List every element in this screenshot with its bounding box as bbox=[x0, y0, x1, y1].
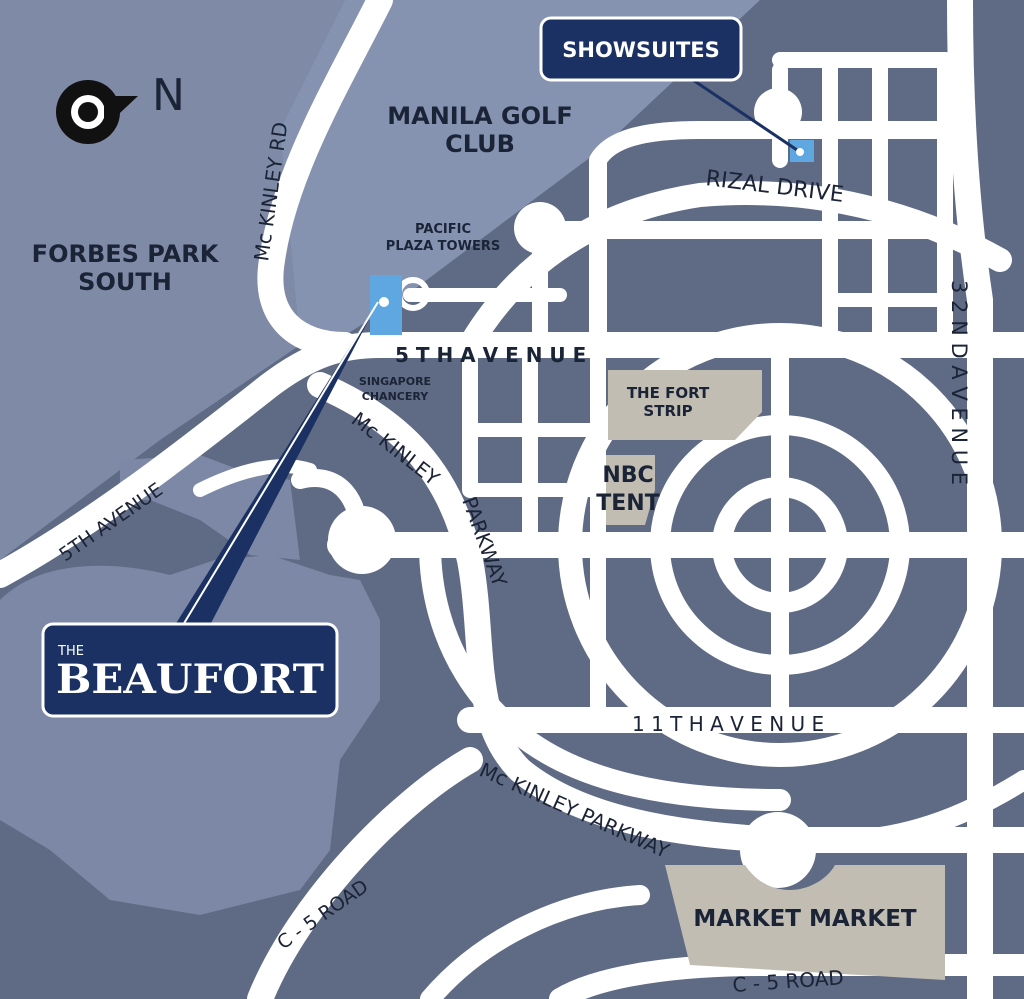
eleventh-avenue-label: 1 1 T H A V E N U E bbox=[632, 712, 824, 736]
fort-strip-building bbox=[608, 370, 762, 440]
roundabout-showsuites bbox=[754, 88, 802, 136]
pacific-plaza-label-line2: PLAZA TOWERS bbox=[386, 239, 500, 254]
beaufort-name-label: BEAUFORT bbox=[56, 656, 324, 703]
roundabout-market bbox=[740, 812, 816, 888]
roundabout-west bbox=[328, 506, 396, 574]
fort-strip-label-line1: THE FORT bbox=[627, 384, 710, 402]
thirty-second-avenue-label: 3 2 N D A V E N U E bbox=[947, 280, 971, 485]
market-market-building bbox=[665, 865, 945, 980]
nbc-tent-label-line1: NBC bbox=[602, 463, 653, 488]
showsuites-pin-dot bbox=[796, 148, 804, 156]
showsuites-callout: SHOWSUITES bbox=[539, 16, 743, 82]
forbes-park-label-line2: SOUTH bbox=[78, 268, 172, 296]
forbes-park-label-line1: FORBES PARK bbox=[32, 240, 220, 268]
singapore-chancery-label-line1: SINGAPORE bbox=[359, 375, 431, 388]
beaufort-the-label: THE bbox=[57, 644, 84, 659]
pacific-plaza-label-line1: PACIFIC bbox=[415, 222, 471, 237]
fifth-avenue-label: 5 T H A V E N U E bbox=[395, 343, 586, 367]
showsuites-label: SHOWSUITES bbox=[562, 38, 720, 62]
golf-club-label-line2: CLUB bbox=[445, 130, 515, 158]
roundabout-pacific bbox=[514, 202, 566, 254]
nbc-tent-label-line2: TENT bbox=[596, 491, 659, 516]
showsuites-pointer-line bbox=[689, 76, 801, 154]
nbc-tent-building bbox=[606, 455, 655, 525]
compass-north-label: N bbox=[152, 70, 185, 121]
beaufort-callout: THE BEAUFORT bbox=[41, 622, 339, 718]
golf-club-area bbox=[280, 0, 760, 345]
golf-club-label-line1: MANILA GOLF bbox=[387, 102, 572, 130]
beaufort-pointer bbox=[175, 302, 378, 625]
beaufort-pointer-line bbox=[182, 301, 379, 626]
market-market-label: MARKET MARKET bbox=[693, 906, 917, 932]
beaufort-pin-dot bbox=[379, 297, 389, 307]
fort-strip-label-line2: STRIP bbox=[643, 402, 692, 420]
singapore-chancery-label-line2: CHANCERY bbox=[362, 390, 429, 403]
compass-needle-icon bbox=[56, 80, 138, 144]
